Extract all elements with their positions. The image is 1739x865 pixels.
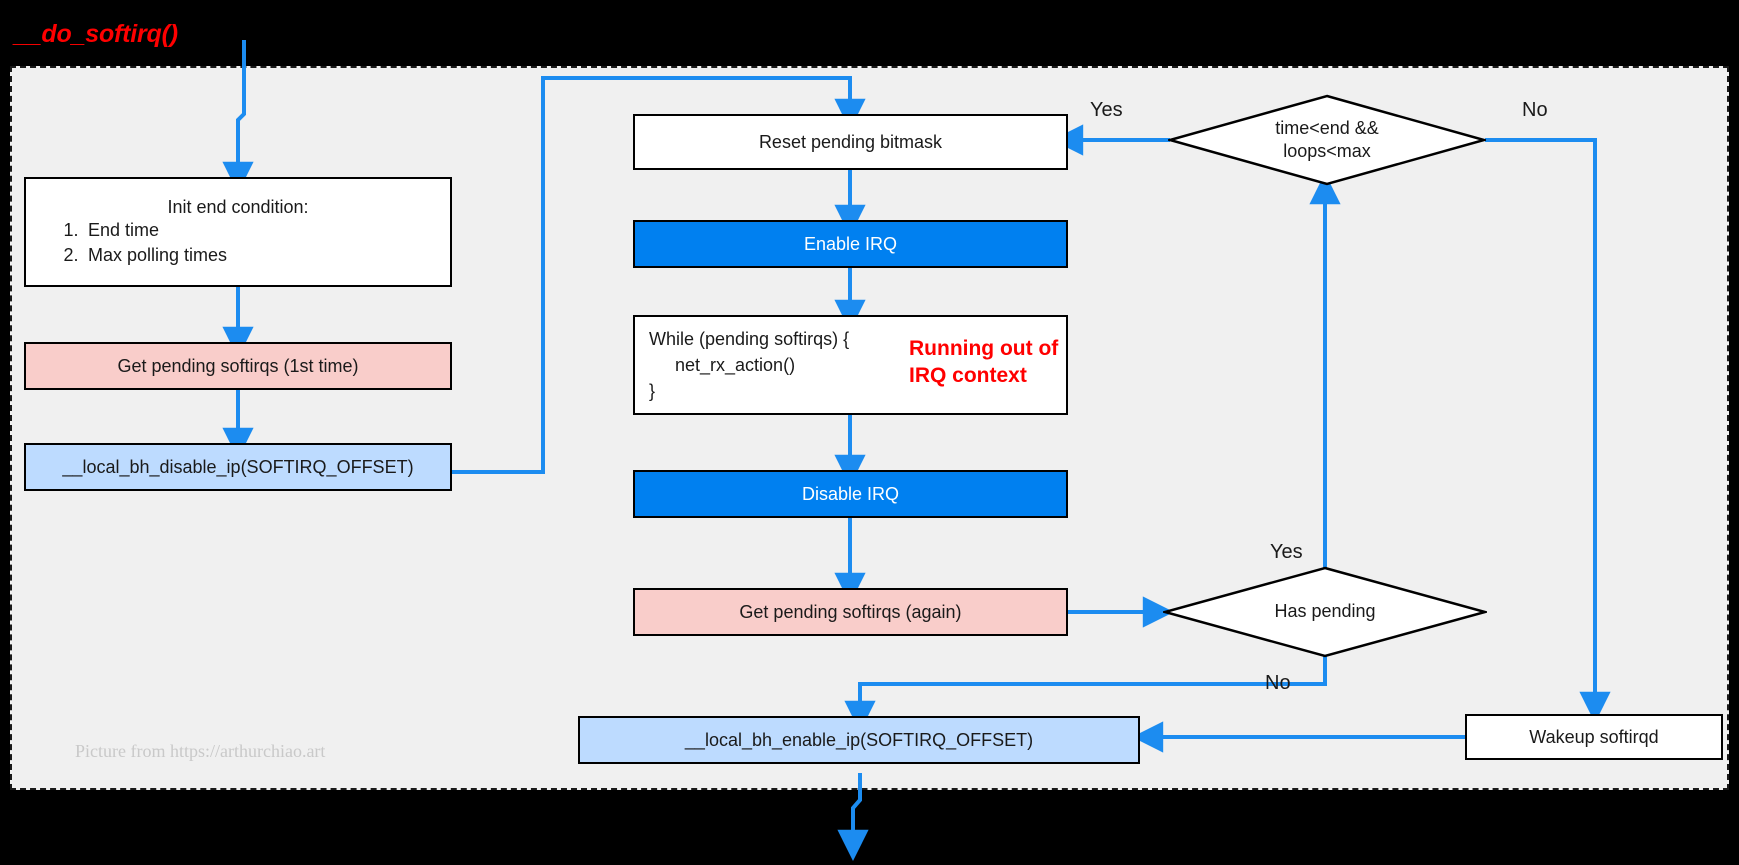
init-item-1-number: 1. [63,220,79,241]
node-init-end-condition[interactable]: Init end condition: 1. End time 2. Max p… [24,177,452,287]
node-while-pending-softirqs[interactable]: While (pending softirqs) { net_rx_action… [633,315,1068,415]
node-enable-irq[interactable]: Enable IRQ [633,220,1068,268]
while-code-line-2: net_rx_action() [675,354,796,375]
note-running-out-of-irq-context: Running out of IRQ context [909,335,1058,390]
running-out-line-2: IRQ context [909,364,1027,388]
node-disable-irq[interactable]: Disable IRQ [633,470,1068,518]
edge-label-pending-no: No [1265,672,1291,694]
decision-loop-condition[interactable]: time<end && loops<max [1168,94,1486,186]
init-list-item-2: 2. Max polling times [26,243,450,268]
while-code-line-3: } [649,381,656,402]
decision-has-pending[interactable]: Has pending [1163,566,1487,658]
init-item-2-text: Max polling times [88,245,228,266]
node-reset-pending-bitmask[interactable]: Reset pending bitmask [633,114,1068,170]
node-wakeup-softirqd[interactable]: Wakeup softirqd [1465,714,1723,760]
while-code-line-1: While (pending softirqs) { [649,328,850,349]
init-item-1-text: End time [88,220,160,241]
init-item-2-number: 2. [63,245,79,266]
edge-label-pending-yes: Yes [1270,541,1303,563]
node-get-pending-softirqs-again[interactable]: Get pending softirqs (again) [633,588,1068,636]
watermark-credit: Picture from https://arthurchiao.art [75,741,326,761]
page-title: __do_softirq() [14,20,178,48]
init-header: Init end condition: [167,196,309,217]
init-list-item-1: 1. End time [26,218,450,243]
edge-label-loop-no: No [1522,99,1548,121]
running-out-line-1: Running out of [909,337,1059,360]
edge-label-loop-yes: Yes [1090,99,1123,121]
node-local-bh-enable-ip[interactable]: __local_bh_enable_ip(SOFTIRQ_OFFSET) [578,716,1140,764]
node-get-pending-softirqs-first[interactable]: Get pending softirqs (1st time) [24,342,452,390]
node-local-bh-disable-ip[interactable]: __local_bh_disable_ip(SOFTIRQ_OFFSET) [24,443,452,491]
